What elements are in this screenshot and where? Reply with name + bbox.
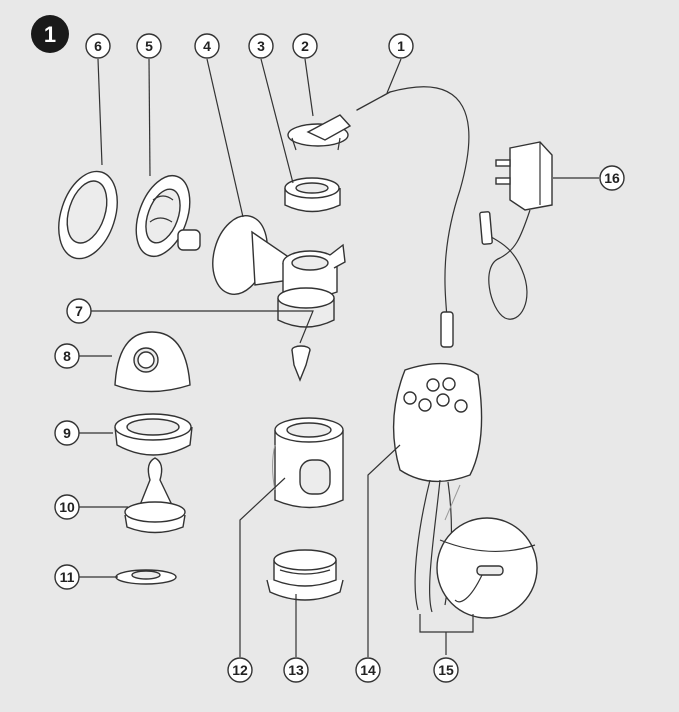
coupling-ring-icon — [284, 177, 341, 213]
svg-text:11: 11 — [60, 569, 75, 585]
callout-8: 8 — [54, 343, 80, 369]
callout-12: 12 — [227, 657, 253, 683]
svg-text:10: 10 — [59, 499, 75, 515]
tubing-icon — [356, 86, 470, 348]
svg-text:6: 6 — [94, 38, 102, 54]
motor-unit-icon — [392, 362, 483, 613]
callout-14: 14 — [355, 657, 381, 683]
callout-11: 11 — [54, 564, 80, 590]
svg-text:8: 8 — [63, 348, 71, 364]
svg-text:14: 14 — [360, 662, 376, 678]
svg-text:5: 5 — [145, 38, 153, 54]
svg-text:13: 13 — [288, 662, 304, 678]
bottle-stand-icon — [266, 549, 344, 601]
callout-9: 9 — [54, 420, 80, 446]
bottle-icon — [272, 417, 344, 509]
callout-1: 1 — [388, 33, 414, 59]
svg-text:4: 4 — [203, 38, 211, 54]
callout-10: 10 — [54, 494, 80, 520]
callout-4: 4 — [194, 33, 220, 59]
callout-5: 5 — [136, 33, 162, 59]
svg-text:2: 2 — [301, 38, 309, 54]
svg-text:12: 12 — [232, 662, 248, 678]
screw-ring-icon — [114, 413, 193, 456]
travel-cap-icon — [114, 331, 191, 393]
svg-text:9: 9 — [63, 425, 71, 441]
callout-13: 13 — [283, 657, 309, 683]
svg-text:1: 1 — [397, 38, 405, 54]
cover-icon — [58, 170, 118, 260]
callout-15: 15 — [433, 657, 459, 683]
callout-2: 2 — [292, 33, 318, 59]
valve-icon — [291, 345, 311, 382]
teat-icon — [124, 457, 186, 534]
cap-valve-icon — [287, 114, 352, 151]
svg-text:7: 7 — [75, 303, 83, 319]
massage-cushion-icon — [135, 174, 201, 258]
step-number: 1 — [44, 22, 56, 47]
callout-6: 6 — [85, 33, 111, 59]
pump-body-icon — [212, 215, 346, 328]
sealing-disc-icon — [115, 569, 177, 585]
callout-7: 7 — [66, 298, 92, 324]
svg-text:3: 3 — [257, 38, 265, 54]
callout-3: 3 — [248, 33, 274, 59]
power-adapter-icon — [479, 141, 553, 320]
cable-clip-icon — [419, 484, 538, 655]
step-badge: 1 — [31, 15, 69, 53]
svg-text:16: 16 — [604, 170, 620, 186]
callout-16: 16 — [599, 165, 625, 191]
svg-text:15: 15 — [438, 662, 454, 678]
